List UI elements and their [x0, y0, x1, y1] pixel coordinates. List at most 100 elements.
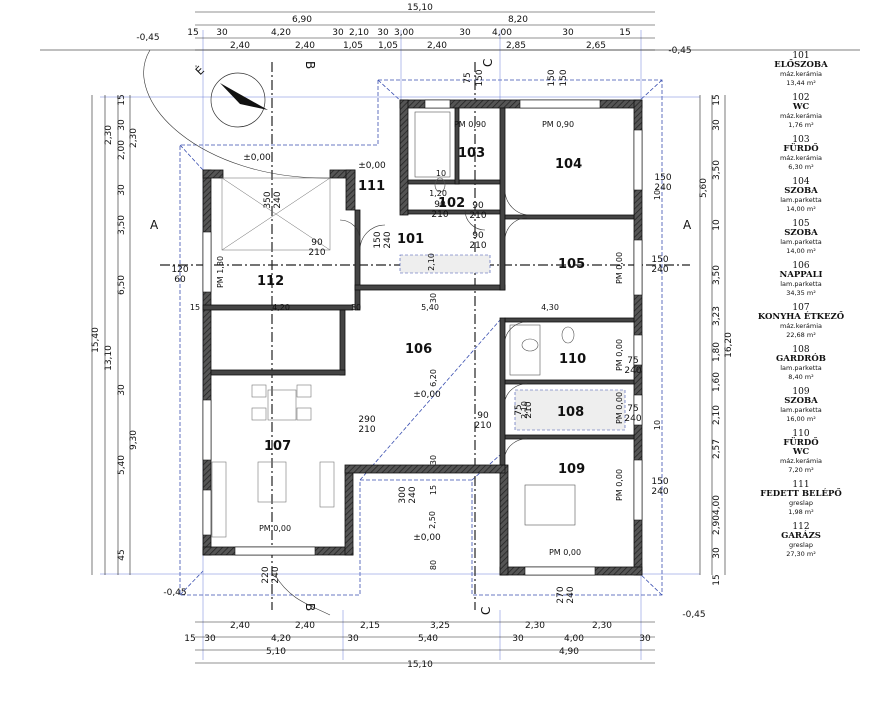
dim-bot-r3: 4,90	[559, 647, 579, 657]
legend-area: 7,20 m²	[788, 466, 814, 474]
dim-top-r3: 30	[216, 28, 228, 38]
dim-left-mid1: 13,10	[104, 345, 114, 371]
section-markers: A A B B C C	[150, 59, 692, 615]
dim-top-vert: 150	[547, 69, 557, 86]
dim-left-outer: 30	[117, 119, 127, 131]
opening-size-bottom: 210	[308, 248, 325, 258]
room-label: 110	[559, 352, 586, 367]
entrance-walkway-bottom	[274, 574, 331, 616]
section-label: A	[683, 218, 692, 232]
dim-top-r4: 2,85	[506, 41, 526, 51]
garage-opening-cross	[221, 177, 331, 251]
dim-right-outer: 15	[712, 94, 722, 105]
dim-top-r4: 2,40	[230, 41, 250, 51]
dim-right-outer: 15	[712, 574, 722, 585]
dim-left-outer: 6,50	[117, 275, 127, 295]
legend-material: lam.parketta	[780, 406, 822, 414]
plan-annotation: 6,20	[429, 369, 438, 387]
legend-material: máz.kerámia	[779, 154, 823, 162]
doors	[339, 189, 531, 456]
opening-size-bottom: 210	[469, 241, 486, 251]
plan-annotation: 2,10	[520, 401, 529, 419]
legend-room-number: 105	[792, 219, 810, 229]
plan-annotation: 15	[429, 485, 438, 495]
level-mark: -0,45	[668, 46, 691, 56]
opening-size-bottom: 240	[271, 566, 281, 583]
dim-bot-r2: 30	[512, 634, 524, 644]
dim-right-outer: 1,80	[712, 342, 722, 362]
dim-top-total: 15,10	[407, 3, 433, 13]
dim-bot-r1: 2,15	[360, 621, 380, 631]
dim-top-vert: 75	[463, 72, 473, 83]
opening-size-top: 290	[358, 415, 375, 425]
legend-room-name: GARÁZS	[781, 531, 821, 541]
legend-room-number: 108	[792, 345, 810, 355]
bathroom-fixtures	[414, 111, 576, 526]
dim-bot-r1: 2,40	[230, 621, 250, 631]
dim-bot-r2: 30	[347, 634, 359, 644]
legend-area: 8,40 m²	[788, 373, 814, 381]
section-label: B	[303, 603, 317, 611]
dim-bot-r1: 2,30	[525, 621, 545, 631]
dim-left-outer: 45	[117, 549, 127, 560]
dim-right-outer: 4,00	[712, 495, 722, 515]
plan-annotation: PM 0,00	[549, 548, 581, 557]
dim-right-outer: 3,50	[712, 160, 722, 180]
dim-top-r3: 2,10	[349, 28, 369, 38]
opening-size-bottom: 210	[469, 211, 486, 221]
legend-room-number: 112	[792, 522, 810, 532]
dim-bot-r2: 30	[204, 634, 216, 644]
dim-left-mid2: 9,30	[129, 430, 139, 450]
opening-size-bottom: 210	[474, 421, 491, 431]
plan-annotation: 10	[653, 190, 662, 200]
legend-area: 1,76 m²	[788, 121, 814, 129]
legend-room-number: 106	[792, 261, 810, 271]
kitchen-furniture	[211, 384, 335, 538]
dim-right-outer: 30	[712, 547, 722, 559]
dim-bot-r2: 4,00	[564, 634, 584, 644]
dim-top-a: 6,90	[292, 15, 312, 25]
legend-area: 27,30 m²	[786, 550, 816, 558]
dim-left-inner: 2,30	[129, 128, 139, 148]
section-lines	[160, 62, 690, 610]
dim-bot-total: 15,10	[407, 660, 433, 670]
plan-annotation: 1,20	[429, 189, 447, 198]
opening-size-bottom: 240	[651, 265, 668, 275]
opening-size-bottom: 240	[383, 231, 393, 248]
room-label: 103	[458, 146, 485, 161]
dim-bot-r2: 4,20	[271, 634, 291, 644]
plan-annotation: 10	[653, 420, 662, 430]
dim-bot-r2: 5,40	[418, 634, 438, 644]
opening-size-bottom: 240	[273, 191, 283, 208]
section-label: A	[150, 218, 159, 232]
opening-size-top: 350	[263, 191, 273, 208]
opening-size-bottom: 60	[174, 275, 186, 285]
legend-room-name: SZOBA	[784, 396, 818, 406]
opening-size-top: 270	[556, 586, 566, 603]
legend-room-number: 111	[792, 480, 810, 490]
dim-right-outer: 3,23	[712, 306, 722, 326]
legend-material: máz.kerámia	[779, 322, 823, 330]
room-label: 107	[264, 439, 291, 454]
dim-left-outer: 15	[117, 94, 127, 105]
opening-size-top: 150	[654, 173, 671, 183]
plan-annotation: 15	[190, 303, 200, 312]
dim-top-r3: 15	[187, 28, 198, 38]
plan-annotation: PM 0,90	[454, 120, 486, 129]
dim-top-r4: 1,05	[343, 41, 363, 51]
opening-size-bottom: 240	[566, 586, 576, 603]
legend-room-name: SZOBA	[784, 186, 818, 196]
legend-area: 14,00 m²	[786, 205, 816, 213]
opening-size-top: 90	[477, 411, 489, 421]
room-label: 112	[257, 274, 284, 289]
dim-bot-r1: 3,25	[430, 621, 450, 631]
legend-material: máz.kerámia	[779, 457, 823, 465]
north-arrow: É	[193, 64, 268, 128]
plan-annotation: 30	[429, 455, 438, 465]
